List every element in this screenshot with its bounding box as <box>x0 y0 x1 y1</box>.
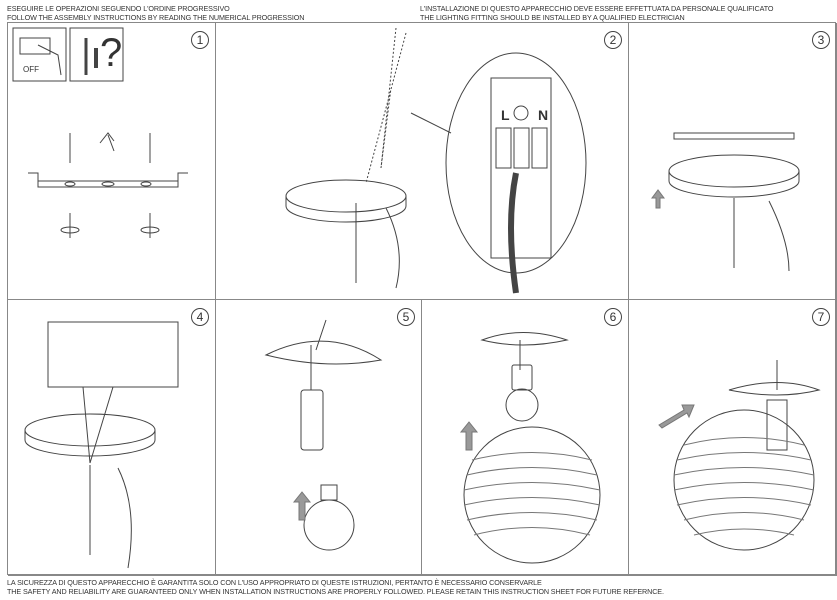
warning-text-it: L'INSTALLAZIONE DI QUESTO APPARECCHIO DE… <box>420 4 774 13</box>
step-number: 5 <box>397 308 415 326</box>
footer-text-en: THE SAFETY AND RELIABILITY ARE GUARANTEE… <box>7 587 664 596</box>
canopy-fixing-illustration <box>651 132 800 272</box>
warning-text-en: THE LIGHTING FITTING SHOULD BE INSTALLED… <box>420 13 685 22</box>
footer-text-it: LA SICUREZZA DI QUESTO APPARECCHIO È GAR… <box>7 578 542 587</box>
step-number: 3 <box>812 31 830 49</box>
step-6-panel: 6 <box>422 300 629 576</box>
steps-grid: OFF ? 1 L N 2 3 4 5 6 7 <box>7 22 837 576</box>
step-number: 6 <box>604 308 622 326</box>
header-instructions: ESEGUIRE LE OPERAZIONI SEGUENDO L'ORDINE… <box>7 4 304 22</box>
step-number: 2 <box>604 31 622 49</box>
live-terminal-label: L <box>501 107 510 123</box>
step-7-panel: 7 <box>629 300 837 576</box>
header-text-it: ESEGUIRE LE OPERAZIONI SEGUENDO L'ORDINE… <box>7 4 230 13</box>
bulb-insertion-illustration <box>264 319 383 551</box>
step-number: 4 <box>191 308 209 326</box>
step-3-panel: 3 <box>629 23 837 300</box>
question-mark: ? <box>100 31 123 75</box>
off-label: OFF <box>23 65 39 74</box>
wiring-illustration <box>285 27 587 294</box>
glass-sphere-illustration <box>459 332 601 564</box>
header-warning: L'INSTALLAZIONE DI QUESTO APPARECCHIO DE… <box>420 4 774 22</box>
step-number: 7 <box>812 308 830 326</box>
step-number: 1 <box>191 31 209 49</box>
bracket-mounting-illustration <box>12 27 188 238</box>
step-4-panel: 4 <box>8 300 216 576</box>
step-5-panel: 5 <box>216 300 422 576</box>
footer-safety: LA SICUREZZA DI QUESTO APPARECCHIO È GAR… <box>7 578 664 596</box>
header-text-en: FOLLOW THE ASSEMBLY INSTRUCTIONS BY READ… <box>7 13 305 22</box>
step-2-panel: L N 2 <box>216 23 629 300</box>
step-1-panel: OFF ? 1 <box>8 23 216 300</box>
canopy-detail-illustration <box>24 321 179 569</box>
final-assembly-illustration <box>658 360 821 551</box>
neutral-terminal-label: N <box>538 107 549 123</box>
